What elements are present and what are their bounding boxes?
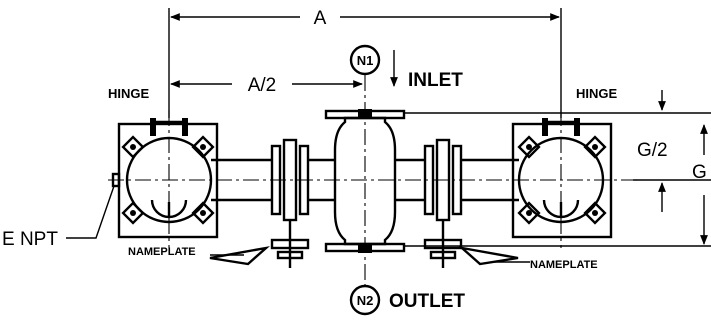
inlet-label: INLET <box>408 70 463 91</box>
dim-g-half-label: G/2 <box>637 140 668 161</box>
npt-label: E NPT <box>2 229 58 250</box>
outlet-label: OUTLET <box>389 291 465 312</box>
dimension-a-half: A/2 <box>170 75 363 96</box>
bolt-lugs-left <box>121 135 215 225</box>
nameplate-right-label: NAMEPLATE <box>530 259 598 271</box>
left-strainer-body <box>111 118 219 239</box>
dimension-g: G G/2 <box>405 90 711 247</box>
dimension-a: A <box>168 8 562 118</box>
npt-callout: E NPT <box>2 185 115 250</box>
inlet-nozzle-tag: N1 INLET <box>349 44 463 91</box>
nameplate-left: NAMEPLATE <box>128 246 270 266</box>
valve-handles <box>270 220 463 268</box>
dim-a-label: A <box>314 8 327 29</box>
n1-tag: N1 <box>357 53 374 68</box>
central-cross-fitting <box>324 109 406 253</box>
hinge-label-left: HINGE <box>108 86 150 101</box>
outlet-nozzle-tag: N2 OUTLET <box>349 284 465 316</box>
dim-g-label: G <box>692 162 707 183</box>
hinge-label-right: HINGE <box>576 86 618 101</box>
dim-a-half-label: A/2 <box>248 75 277 96</box>
right-strainer-body <box>511 118 613 239</box>
n2-tag: N2 <box>357 293 374 308</box>
nameplate-left-label: NAMEPLATE <box>128 246 196 258</box>
nameplate-right: NAMEPLATE <box>458 246 598 271</box>
bolt-lugs-right <box>517 135 607 225</box>
